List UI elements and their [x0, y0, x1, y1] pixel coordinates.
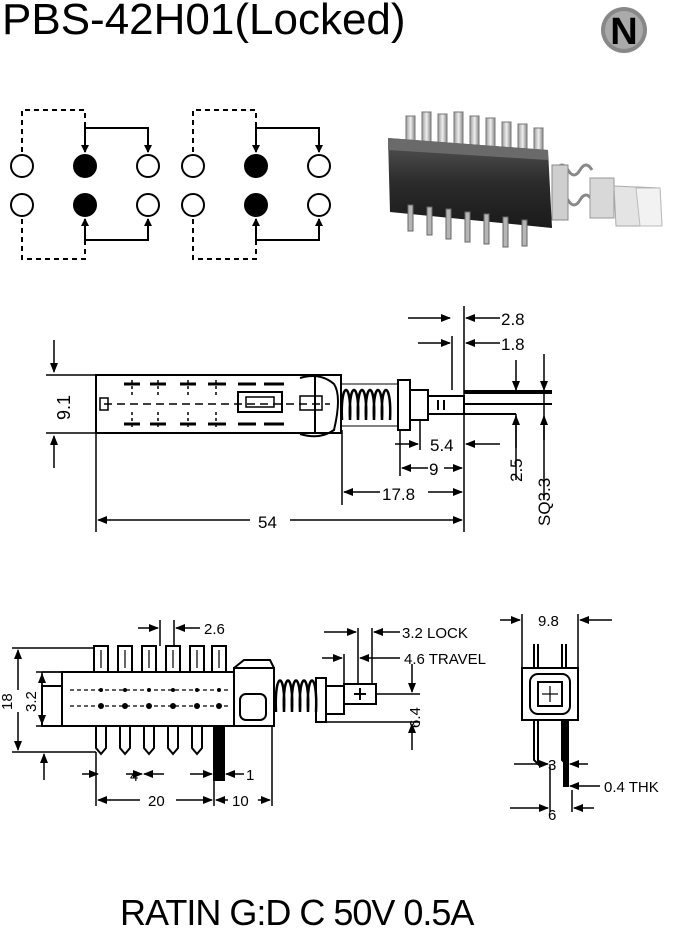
dim-2-5: 2.5 — [507, 458, 526, 482]
dim-9-8: 9.8 — [538, 613, 559, 630]
dim-0-4-thk: 0.4 THK — [604, 779, 659, 796]
dim-9-1: 9.1 — [54, 395, 74, 420]
side-view-labels: 2.8 1.8 9.1 5.4 9 17.8 54 2.5 SQ3.3 — [54, 310, 554, 532]
dim-17-8: 17.8 — [382, 485, 415, 504]
circuit-schematic — [10, 109, 331, 260]
dim-4: 4 — [130, 768, 138, 785]
dim-6-4: 6.4 — [407, 707, 424, 728]
dim-4-6-travel: 4.6 TRAVEL — [404, 651, 486, 668]
end-view-labels: 9.8 3 0.4 THK 6 — [538, 613, 659, 824]
dim-3: 3 — [548, 757, 556, 774]
front-view-drawing — [12, 620, 420, 806]
page-title: PBS-42H01(Locked) — [2, 0, 406, 44]
dim-1: 1 — [246, 767, 254, 784]
end-view-drawing — [521, 614, 579, 812]
product-photo — [388, 111, 663, 248]
dim-3-2: 3.2 — [23, 691, 40, 712]
dim-2-6: 2.6 — [204, 621, 225, 638]
front-view-dimensions — [14, 624, 416, 804]
dim-5-4: 5.4 — [430, 436, 454, 455]
dim-54: 54 — [258, 513, 277, 532]
dim-3-2-lock: 3.2 LOCK — [402, 625, 468, 642]
dim-6: 6 — [548, 807, 556, 824]
dim-1-8: 1.8 — [501, 335, 525, 354]
side-view-dimensions — [50, 314, 548, 524]
dim-sq3-3: SQ3.3 — [535, 478, 554, 526]
dim-18: 18 — [0, 693, 16, 710]
dim-2-8: 2.8 — [501, 310, 525, 329]
dim-10: 10 — [232, 793, 249, 810]
side-view-drawing — [46, 306, 552, 532]
dim-20: 20 — [148, 793, 165, 810]
rating-label: RATIN G:D C 50V 0.5A — [120, 892, 474, 933]
front-view-labels: 2.6 3.2 LOCK 4.6 TRAVEL 18 3.2 6.4 4 20 … — [0, 621, 486, 810]
end-view-dimensions — [500, 616, 612, 812]
dim-9: 9 — [429, 460, 438, 479]
logo-letter: N — [610, 11, 637, 53]
brand-logo: N — [601, 7, 647, 53]
